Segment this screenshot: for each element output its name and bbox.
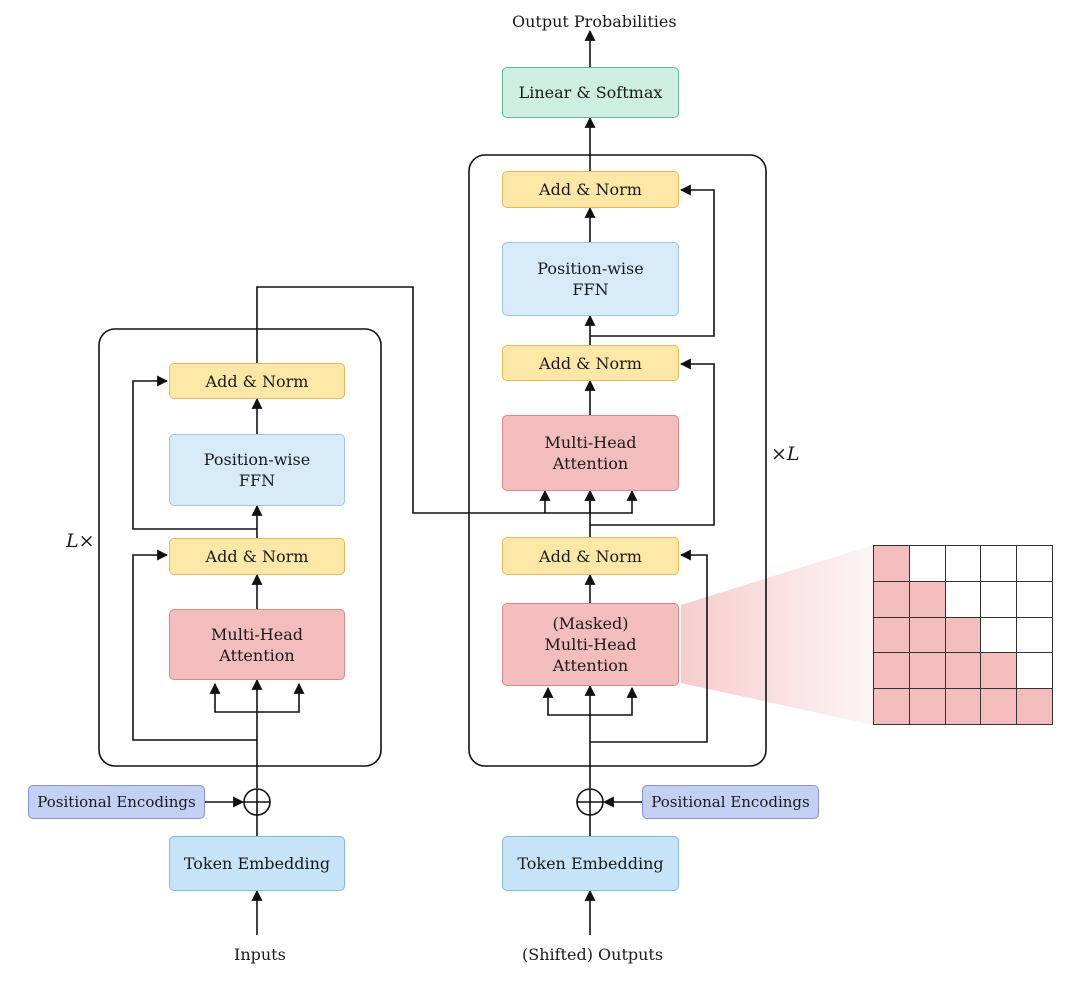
mask-cell [909,617,946,654]
mask-cell [874,653,910,690]
mask-cell [981,617,1018,654]
mask-cell [1017,581,1053,618]
mask-cell [945,689,982,725]
mask-cell [981,689,1018,725]
encoder-repeat-label: L× [66,530,95,552]
encoder-add-norm-top: Add & Norm [169,363,345,399]
mask-cell [1017,689,1053,725]
mask-cell [1017,653,1053,690]
encoder-add-norm-bottom: Add & Norm [169,538,345,575]
encoder-positional-encodings: Positional Encodings [28,785,205,819]
mask-cell [909,689,946,725]
mask-zoom-wedge [681,545,873,725]
mask-cell [874,689,910,725]
mask-cell [874,617,910,654]
causal-mask-matrix [873,545,1053,725]
decoder-masked-attention: (Masked) Multi-Head Attention [502,603,679,686]
encoder-ffn: Position-wise FFN [169,434,345,506]
mask-cell [981,653,1018,690]
decoder-token-embedding: Token Embedding [502,836,679,891]
decoder-positional-encodings: Positional Encodings [642,785,819,819]
decoder-add-norm-middle: Add & Norm [502,345,679,381]
encoder-token-embedding: Token Embedding [169,836,345,891]
mask-cell [874,546,910,582]
decoder-cross-attention: Multi-Head Attention [502,415,679,491]
encoder-input-label: Inputs [234,945,286,964]
mask-cell [909,581,946,618]
mask-cell [909,546,946,582]
mask-cell [981,546,1018,582]
encoder-multi-head-attention: Multi-Head Attention [169,609,345,680]
decoder-input-label: (Shifted) Outputs [522,945,664,964]
mask-cell [945,653,982,690]
mask-cell [981,581,1018,618]
mask-cell [945,581,982,618]
decoder-repeat-label: ×L [771,443,800,465]
decoder-ffn: Position-wise FFN [502,242,679,316]
mask-cell [874,581,910,618]
mask-cell [1017,617,1053,654]
mask-cell [945,546,982,582]
mask-cell [909,653,946,690]
encoder-block-frame [98,328,382,767]
encoder-add-icon [243,788,271,816]
mask-cell [945,617,982,654]
linear-softmax: Linear & Softmax [502,67,679,118]
decoder-add-norm-top: Add & Norm [502,171,679,208]
decoder-add-icon [576,788,604,816]
output-probabilities-label: Output Probabilities [512,12,677,31]
mask-cell [1017,546,1053,582]
decoder-add-norm-bottom: Add & Norm [502,537,679,575]
decoder-block-frame [468,154,767,767]
